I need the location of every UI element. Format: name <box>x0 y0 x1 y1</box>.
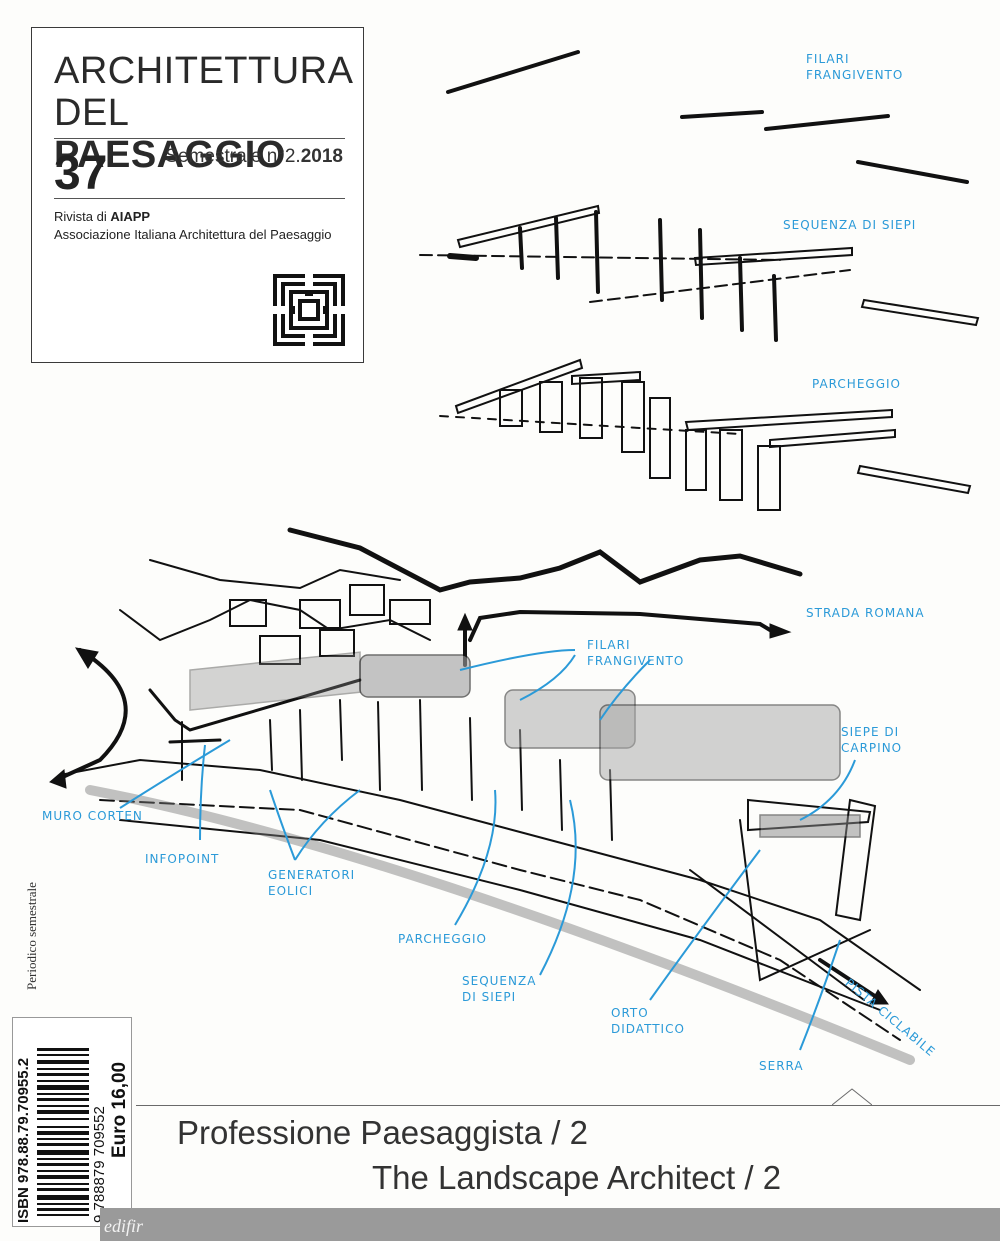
magazine-title: ARCHITETTURA DEL PAESAGGIO <box>54 50 363 176</box>
journal-of-text: Rivista di <box>54 209 111 224</box>
issue-year: 2018 <box>300 146 343 167</box>
label-filari-frangivento: Filari Frangivento <box>587 638 685 668</box>
frequency-text: Semestrale n°2. <box>165 146 301 167</box>
publisher-logo: edifir <box>104 1216 143 1236</box>
sketch-tree-rows <box>189 651 861 838</box>
price-text: Euro 16,00 <box>109 1061 130 1158</box>
journal-of-line: Rivista di AIAPP <box>54 208 332 226</box>
isbn-text: ISBN 978.88.79.70955.2 <box>15 1057 32 1223</box>
landscape-sketch <box>49 50 980 1065</box>
title-line-2: DEL PAESAGGIO <box>54 92 363 176</box>
masthead: ARCHITETTURA DEL PAESAGGIO 37 Semestrale… <box>31 27 364 363</box>
issue-number: 37 <box>54 147 108 200</box>
label-sequenza-siepi-top: Sequenza di siepi <box>783 218 917 232</box>
label-generatori-eolici: Generatori eolici <box>268 868 356 898</box>
journal-info: Rivista di AIAPP Associazione Italiana A… <box>54 208 332 244</box>
title-paesaggio: PAESAGGIO <box>54 134 286 176</box>
subtitle-english: The Landscape Architect / 2 <box>372 1159 782 1196</box>
subtitle-italian: Professione Paesaggista / 2 <box>177 1114 588 1151</box>
masthead-rule-bottom <box>54 198 345 199</box>
subtitle-rule <box>136 1105 1000 1106</box>
periodico-semestrale-text: Periodico semestrale <box>24 882 39 990</box>
barcode-sticker: ISBN 978.88.79.70955.2 9 788879 709552 E… <box>12 1017 132 1227</box>
sketch-siepi-diagram <box>419 204 980 342</box>
masthead-rule-top <box>54 138 345 139</box>
barcode-icon <box>37 1048 89 1216</box>
rule-notch-icon <box>832 1088 872 1106</box>
label-sequenza-siepi: Sequenza di siepi <box>462 974 537 1004</box>
title-line-1: ARCHITETTURA <box>54 50 354 92</box>
title-del: DEL <box>54 92 129 134</box>
sketch-ink <box>49 50 980 1065</box>
sketch-parcheggio-diagram <box>439 358 972 511</box>
label-filari-frangivento-top: Filari Frangivento <box>806 52 904 82</box>
annotation-leaders <box>119 649 856 1051</box>
sketch-site-plan <box>49 527 921 1065</box>
label-parcheggio-top: Parcheggio <box>812 377 901 391</box>
label-orto-didattico: Orto didattico <box>611 1006 685 1036</box>
association-abbr: AIAPP <box>110 209 151 224</box>
issue-frequency: Semestrale n°2.2018 <box>165 146 343 168</box>
barcode-digits: 9 788879 709552 <box>91 1106 108 1223</box>
maze-logo-icon <box>273 274 345 346</box>
label-siepe-carpino: Siepe di Carpino <box>841 725 903 755</box>
bottom-band <box>100 1208 1000 1241</box>
label-infopoint: Infopoint <box>145 852 220 866</box>
association-name: Associazione Italiana Architettura del P… <box>54 227 332 242</box>
label-serra: Serra <box>759 1059 804 1073</box>
sketch-filari-diagram <box>446 50 969 184</box>
label-strada-romana: Strada Romana <box>806 606 925 620</box>
label-parcheggio: Parcheggio <box>398 932 487 946</box>
label-muro-corten: Muro Corten <box>42 809 143 823</box>
